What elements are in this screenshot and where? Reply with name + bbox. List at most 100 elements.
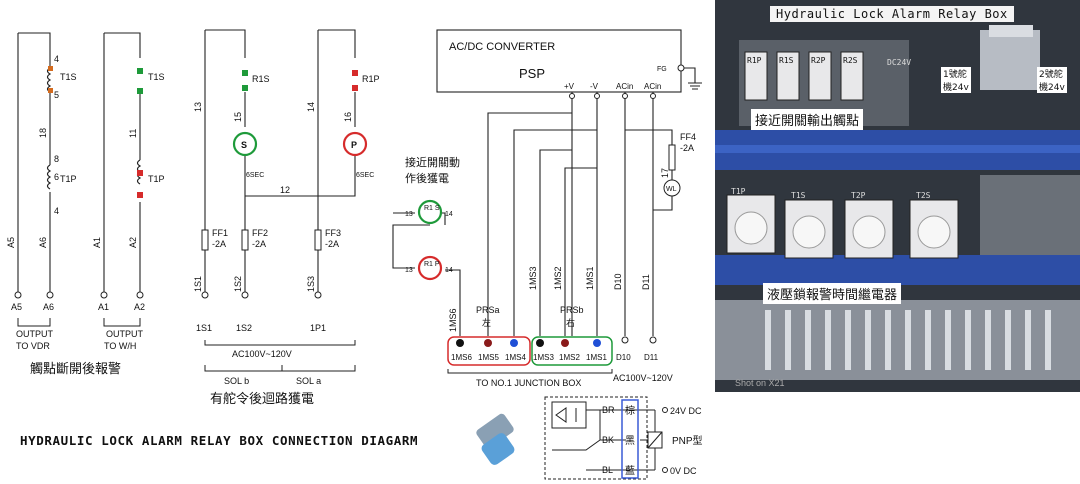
p4-wire-1ms6: 1MS6 [448, 308, 458, 332]
p3-wire-1s1: 1S1 [193, 276, 203, 292]
p4-prs-left-cn: 左 [482, 317, 491, 328]
p4-prs-right: PRSb [560, 305, 584, 315]
photo-relay-r1p: R1P [747, 56, 762, 65]
p2-caption: 觸點斷開後報警 [30, 361, 121, 376]
p2-terminal-a1: A1 [98, 302, 109, 312]
p4-note-line2: 作後獲電 [405, 171, 449, 185]
p4-terminal-d11: D11 [644, 353, 659, 362]
converter-out-minus: -V [590, 82, 599, 91]
converter-title: AC/DC CONVERTER [449, 41, 555, 53]
p3-coil-p: P [351, 140, 357, 150]
photo-timer-t2s: T2S [916, 191, 931, 200]
p2-relay-t1s: T1S [148, 72, 165, 82]
p3-wire-15: 15 [233, 112, 243, 122]
p4-relay-p-pin-out: 14 [445, 267, 453, 274]
p4-terminal-1ms1: 1MS1 [586, 353, 607, 362]
p4-fuse-rating: -2A [680, 143, 694, 153]
photo-ps2-line1: 2號舵 [1039, 70, 1063, 80]
p4-wire-1ms1: 1MS1 [585, 266, 595, 290]
p3-wire-1s2: 1S2 [233, 276, 243, 292]
p1-pin-4: 6 [54, 172, 59, 182]
p1-pin-2: 5 [54, 90, 59, 100]
p1-relay-t1p: T1P [60, 174, 77, 184]
p3-fuse-3-rating: -2A [325, 239, 339, 249]
sensor-value-bl: 0V DC [670, 466, 697, 476]
sensor-type: PNP型 [672, 434, 703, 447]
p3-sol-b: SOL b [224, 376, 249, 386]
p3-fuse-1-rating: -2A [212, 239, 226, 249]
photo-relay-r1s: R1S [779, 56, 794, 65]
p4-relay-s-pin-out: 14 [445, 211, 453, 218]
p2-terminal-a2: A2 [134, 302, 145, 312]
photo-watermark: Shot on X21 [735, 378, 785, 388]
photo-timer-t2p: T2P [851, 191, 866, 200]
p4-fuse: FF4 [680, 132, 696, 142]
p1-output-line1: OUTPUT [16, 329, 54, 339]
p4-wire-1ms2: 1MS2 [553, 266, 563, 290]
p3-terminal-1s1: 1S1 [196, 323, 212, 333]
p1-pin-5: 4 [54, 206, 59, 216]
p3-caption: 有舵令後迴路獲電 [210, 391, 314, 406]
p3-wire-16: 16 [343, 112, 353, 122]
p2-wire-11: 11 [128, 129, 138, 138]
page-title: HYDRAULIC LOCK ALARM RELAY BOX CONNECTIO… [20, 433, 419, 448]
sensor-value-br: 24V DC [670, 406, 702, 416]
p4-relay-r1p: R1 P [424, 261, 440, 268]
sensor-code-bl: BL [602, 465, 613, 475]
p4-terminal-1ms2: 1MS2 [559, 353, 580, 362]
p4-voltage: AC100V~120V [613, 373, 673, 383]
photo-timer-t1s: T1S [791, 191, 806, 200]
p3-delay-p: 6SEC [356, 172, 374, 179]
p3-fuse-2-rating: -2A [252, 239, 266, 249]
p2-wire-right: A2 [128, 237, 138, 248]
p4-wire-17: 17 [660, 168, 670, 178]
p3-relay-r1p: R1P [362, 74, 380, 84]
photo-contacts-label: 接近開關輸出觸點 [751, 109, 864, 130]
p3-fuse-3: FF3 [325, 228, 341, 238]
p1-terminal-a6: A6 [43, 302, 54, 312]
p3-coil-s: S [241, 140, 247, 150]
converter-fg: FG [657, 66, 667, 73]
p4-relay-p-pin-in: 13 [405, 267, 413, 274]
p3-terminal-1p1: 1P1 [310, 323, 326, 333]
p3-voltage: AC100V~120V [232, 349, 292, 359]
photo-ps1-line2: 機24v [943, 83, 969, 93]
p4-prs-left: PRSa [476, 305, 500, 315]
p1-wire-right: A6 [38, 237, 48, 248]
p3-sol-a: SOL a [296, 376, 321, 386]
p4-relay-r1s: R1 S [424, 205, 440, 212]
p4-prs-right-cn: 右 [566, 317, 575, 328]
p3-wire-13: 13 [193, 102, 203, 112]
p2-output-line1: OUTPUT [106, 329, 144, 339]
photo-ps2-line2: 機24v [1039, 83, 1065, 93]
converter-acin-2: ACin [644, 82, 661, 91]
p4-wire-d10: D10 [613, 273, 623, 290]
photo-dc-tag: DC24V [887, 58, 912, 67]
photo-title: Hydraulic Lock Alarm Relay Box [770, 6, 1014, 22]
p3-wire-14: 14 [306, 102, 316, 112]
p4-terminal-1ms4: 1MS4 [505, 353, 526, 362]
p1-pin-1: 4 [54, 54, 59, 64]
p3-wire-12: 12 [280, 185, 290, 195]
photo-ps1-label: 1號舵 機24v [941, 67, 971, 93]
p3-fuse-1: FF1 [212, 228, 228, 238]
p1-wire-18: 18 [38, 128, 48, 138]
p1-wire-left: A5 [6, 237, 16, 248]
relay-box-photo: Hydraulic Lock Alarm Relay Box R1P R1S R… [715, 0, 1080, 392]
p4-relay-s-pin-in: 13 [405, 211, 413, 218]
schematic: 4 5 8 6 4 T1S T1P 18 A5 A6 A5 A6 OUTPUT … [6, 29, 703, 480]
p3-relay-r1s: R1S [252, 74, 270, 84]
p4-junction: TO NO.1 JUNCTION BOX [476, 378, 581, 388]
p3-fuse-2: FF2 [252, 228, 268, 238]
photo-background [715, 0, 1080, 392]
photo-ps2-label: 2號舵 機24v [1037, 67, 1067, 93]
sensor-code-bk: BK [602, 435, 614, 445]
p4-wire-d11: D11 [641, 274, 651, 290]
converter-model: PSP [519, 66, 545, 81]
p2-output-line2: TO W/H [104, 341, 136, 351]
converter-acin-1: ACin [616, 82, 633, 91]
proximity-sensor-image [476, 413, 515, 465]
sensor-cn-br: 棕 [625, 404, 635, 417]
p4-wire-1ms3: 1MS3 [528, 266, 538, 290]
